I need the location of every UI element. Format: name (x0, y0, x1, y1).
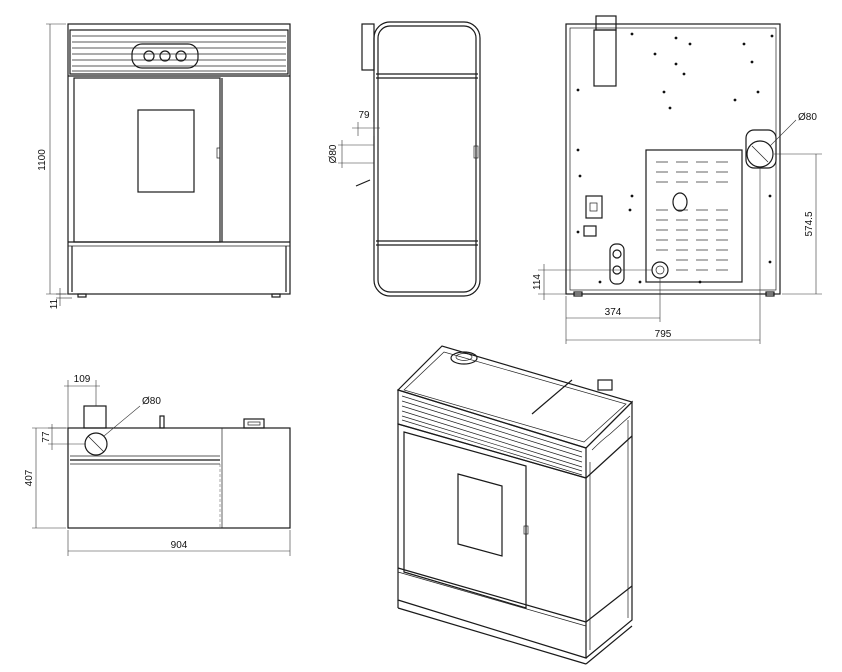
dim-top-flue: Ø80 (142, 396, 161, 407)
dim-front-foot: 11 (49, 298, 60, 309)
side-flue-pipe (361, 23, 375, 71)
dim-back-low: 114 (532, 274, 543, 290)
front-grille (72, 35, 286, 72)
top-flue-pipe (83, 405, 107, 429)
back-flue-circle (746, 140, 774, 168)
isometric-view (396, 345, 634, 665)
front-view: 1100 11 (37, 23, 291, 309)
iso-flue-outlet (450, 351, 478, 365)
iso-door (403, 431, 527, 609)
dim-top-depth: 407 (24, 469, 35, 486)
dim-back-center: 374 (605, 307, 622, 318)
dim-back-width: 795 (655, 329, 672, 340)
dim-top-offset: 109 (74, 374, 91, 385)
back-top-bracket (593, 29, 617, 87)
control-knob-3 (175, 50, 187, 62)
dim-front-height: 1100 (37, 149, 48, 171)
dim-back-height: 574.5 (804, 211, 815, 236)
dim-top-small: 77 (41, 431, 52, 443)
control-knob-2 (159, 50, 171, 62)
back-vent-slots (656, 161, 728, 271)
side-view: 79 Ø80 (328, 21, 481, 297)
top-socket (243, 418, 265, 429)
back-vent-panel (645, 149, 743, 283)
back-air-inlet (651, 261, 669, 279)
iso-grille (401, 395, 583, 476)
control-knob-1 (143, 50, 155, 62)
dim-top-width: 904 (171, 540, 188, 551)
back-view: Ø80 (532, 15, 822, 344)
dim-side-flue: Ø80 (328, 144, 339, 163)
dim-back-flue: Ø80 (798, 112, 817, 123)
iso-door-window (457, 473, 503, 557)
dim-side-offset: 79 (358, 110, 370, 121)
top-view: Ø80 109 77 407 904 (24, 374, 291, 556)
front-door (73, 77, 221, 243)
control-panel (131, 43, 199, 69)
front-door-window (137, 109, 195, 193)
